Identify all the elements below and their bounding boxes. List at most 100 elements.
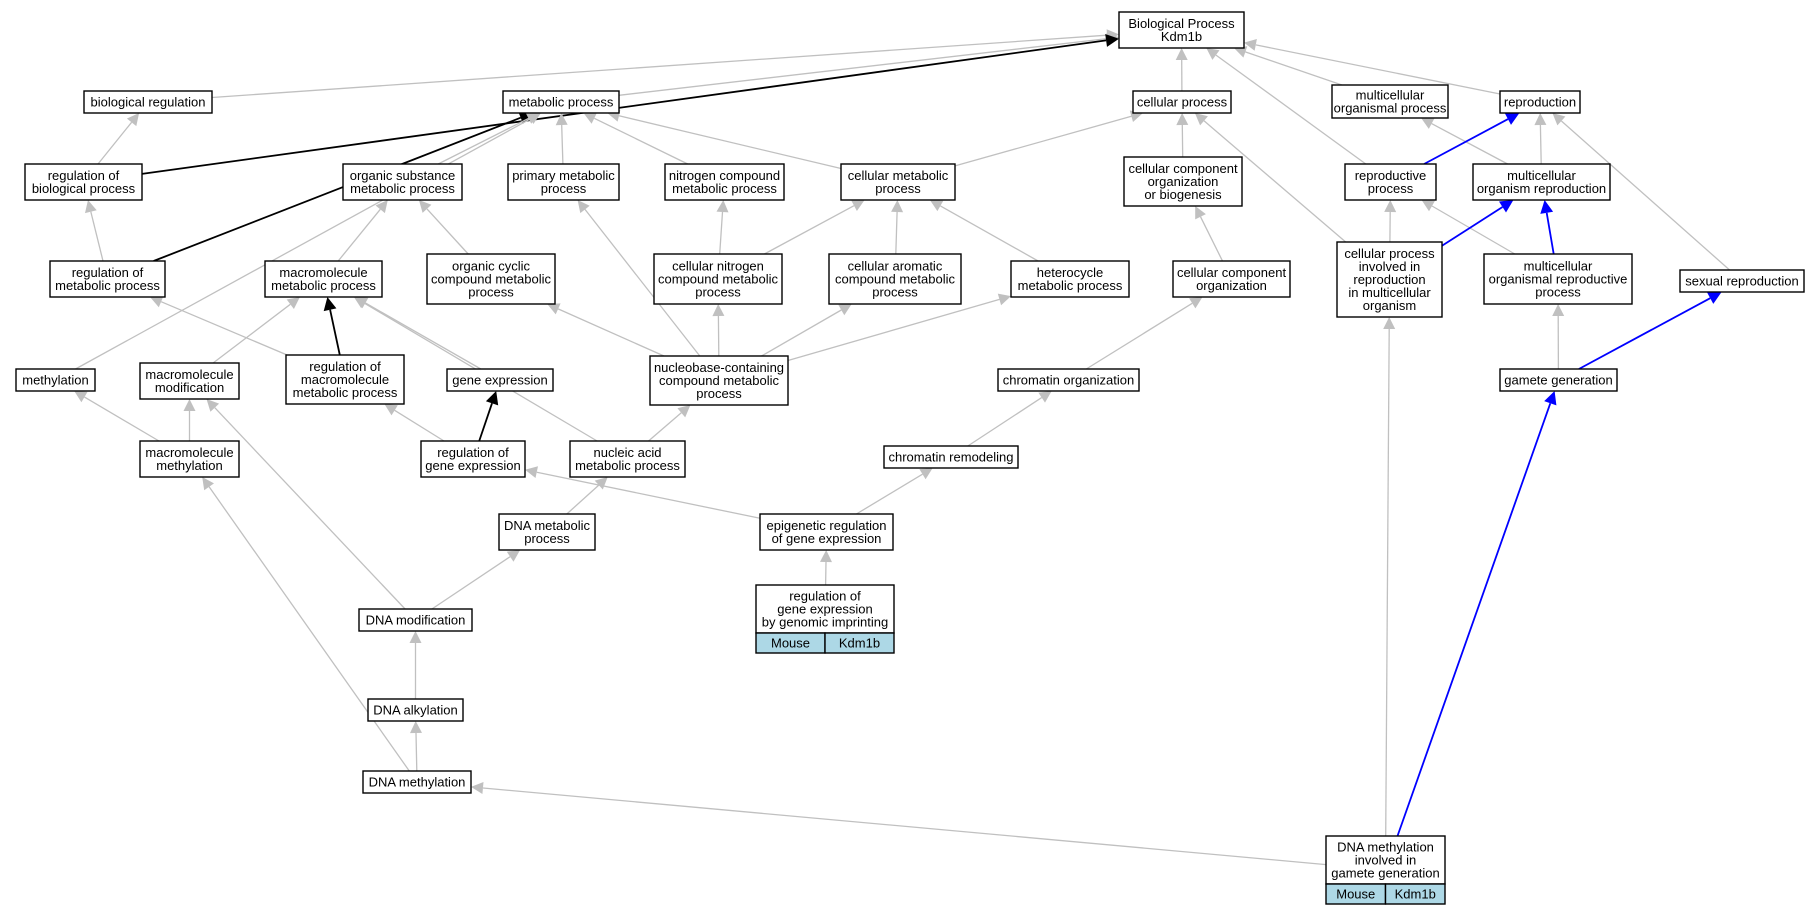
- term-label-line: methylation: [22, 373, 88, 388]
- term-label-line: nucleobase-containing: [654, 360, 784, 375]
- edge-line: [954, 115, 1132, 167]
- edge-line: [211, 34, 1108, 99]
- term-node-dnamod[interactable]: DNA modification: [358, 608, 473, 632]
- term-label-line: DNA metabolic: [504, 518, 590, 533]
- edge-line: [1085, 302, 1193, 370]
- arrowhead-icon: [1534, 113, 1547, 126]
- arrowhead-icon: [85, 200, 97, 214]
- term-box: [1679, 269, 1805, 293]
- term-box: [15, 368, 96, 392]
- term-box: [1010, 260, 1130, 298]
- edge-bioreg-to-bp: [211, 29, 1119, 99]
- term-label-line: compound metabolic: [835, 272, 955, 287]
- term-label-line: multicellular: [1524, 259, 1593, 274]
- term-label-line: or biogenesis: [1144, 187, 1222, 202]
- term-node-bioreg[interactable]: biological regulation: [83, 90, 213, 114]
- arrowhead-icon: [418, 200, 432, 213]
- edge-nucbase-to-hetero: [787, 293, 1011, 362]
- edge-line: [1396, 403, 1552, 837]
- term-node-dnamethyl[interactable]: DNA methylation: [362, 770, 472, 794]
- term-label-line: chromatin remodeling: [888, 450, 1013, 465]
- arrowhead-icon: [716, 200, 729, 213]
- arrowhead-icon: [1421, 200, 1435, 212]
- edge-cellnit-to-cellmet: [764, 200, 865, 255]
- term-label-line: biological process: [32, 181, 136, 196]
- edge-reggene-to-regmacro: [384, 404, 445, 442]
- term-box: [1499, 368, 1618, 392]
- edge-line: [1431, 205, 1516, 255]
- term-label-line: epigenetic regulation: [767, 518, 887, 533]
- term-label-line: metabolic process: [1018, 278, 1123, 293]
- edge-nitro-to-metab: [583, 112, 688, 165]
- term-box: [49, 260, 166, 298]
- edge-line: [618, 115, 842, 170]
- term-label-line: process: [524, 531, 570, 546]
- term-label-line: nucleic acid: [594, 445, 662, 460]
- edge-line: [764, 205, 855, 255]
- arrowhead-icon: [1175, 48, 1188, 60]
- edge-line: [1431, 123, 1508, 165]
- edge-multirepro-to-multiorg: [1421, 118, 1508, 165]
- term-node-gamete[interactable]: gamete generation: [1499, 368, 1618, 392]
- term-node-chromorg[interactable]: chromatin organization: [997, 368, 1140, 392]
- arrowhead-icon: [1544, 391, 1557, 406]
- edge-cco-to-ccorg: [1195, 206, 1224, 262]
- edge-line: [1245, 51, 1343, 86]
- arrowhead-icon: [485, 391, 499, 406]
- species-label: Mouse: [771, 636, 810, 651]
- term-box: [139, 440, 240, 478]
- term-label-line: multicellular: [1356, 88, 1425, 103]
- term-label-line: gamete generation: [1504, 373, 1612, 388]
- edge-dnamgg-to-cpinv: [1383, 317, 1396, 837]
- term-node-cellproc[interactable]: cellular process: [1132, 90, 1232, 114]
- term-label-line: metabolic process: [293, 385, 398, 400]
- term-node-chromrem[interactable]: chromatin remodeling: [883, 445, 1019, 469]
- arrowhead-icon: [410, 721, 422, 734]
- term-node-repro[interactable]: reproduction: [1499, 90, 1581, 114]
- edge-line: [940, 205, 1039, 262]
- arrowhead-icon: [206, 399, 220, 412]
- edge-multiorg-to-bp: [1234, 46, 1343, 86]
- edge-reproproc-to-bp: [1206, 48, 1367, 165]
- term-label-line: macromolecule: [145, 367, 233, 382]
- term-node-sexrep[interactable]: sexual reproduction: [1679, 269, 1805, 293]
- edge-line: [478, 403, 493, 442]
- term-node-dnaalk[interactable]: DNA alkylation: [367, 698, 464, 722]
- term-node-metab[interactable]: metabolic process: [502, 90, 620, 114]
- edge-cpinv-to-cellproc: [1194, 113, 1347, 243]
- term-label-line: nitrogen compound: [669, 168, 780, 183]
- term-node-geneexp[interactable]: gene expression: [446, 368, 554, 392]
- term-label-line: organism reproduction: [1477, 181, 1606, 196]
- term-node-methyl[interactable]: methylation: [15, 368, 96, 392]
- term-box: [569, 440, 686, 478]
